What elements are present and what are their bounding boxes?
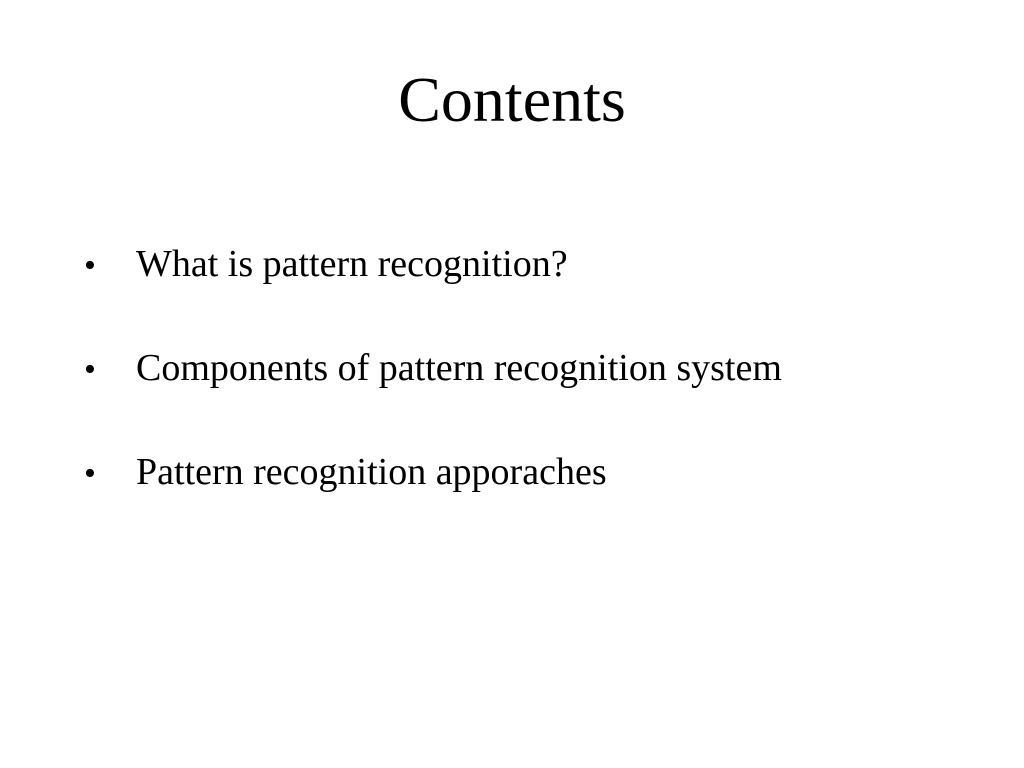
list-item-text: Pattern recognition apporaches <box>136 451 607 493</box>
bullet-list: • What is pattern recognition? • Compone… <box>84 236 984 548</box>
list-item: • What is pattern recognition? <box>84 236 984 292</box>
bullet-icon: • <box>84 455 96 492</box>
list-item-text: What is pattern recognition? <box>136 243 568 285</box>
slide-title: Contents <box>398 64 626 135</box>
list-item: • Components of pattern recognition syst… <box>84 340 984 396</box>
list-item: • Pattern recognition apporaches <box>84 444 984 500</box>
bullet-icon: • <box>84 351 96 388</box>
list-item-text: Components of pattern recognition system <box>136 347 782 389</box>
bullet-icon: • <box>84 247 96 284</box>
